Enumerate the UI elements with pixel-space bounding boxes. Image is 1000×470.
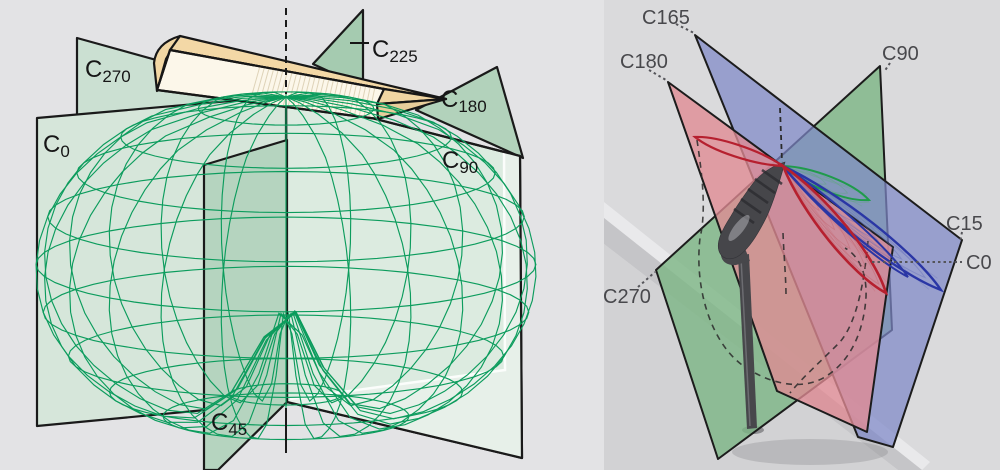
mesh-latitude-ring [35, 216, 537, 313]
web-red-spoke [782, 165, 855, 267]
curve-blue-inner [782, 165, 909, 278]
label-c0: C0 [43, 131, 70, 161]
plane-c180 [414, 65, 525, 160]
left-diagram: C0 C270 C225 C180 C90 C45 [35, 8, 537, 470]
label-c165: C165 [642, 7, 690, 29]
leader-c165 [675, 23, 695, 34]
mesh-longitude [160, 92, 412, 438]
web-red [781, 164, 836, 231]
dashed-ground-loop [696, 139, 867, 386]
curve-red-c0 [780, 162, 889, 296]
ground-shadow [732, 439, 888, 465]
mesh-longitude [160, 92, 412, 438]
mesh-latitude-ring [229, 383, 343, 406]
street-luminaire [717, 161, 786, 429]
plane-c45 [202, 138, 289, 470]
dashed-center-drop [782, 232, 787, 297]
right-diagram: C165 C180 C90 C15 C0 C270 [603, 0, 1000, 470]
web-red-spoke [782, 165, 876, 292]
mesh-latitude-ring [197, 91, 375, 126]
web-green-spoke [782, 165, 851, 188]
leader-c270 [637, 271, 656, 288]
mesh-latitude-ring [67, 314, 505, 398]
web-blue-spoke [782, 165, 898, 265]
photometric-wireframe [35, 91, 537, 441]
web-red-spoke [782, 165, 835, 241]
mesh-latitude-ring [108, 358, 464, 427]
intensity-curves [692, 135, 945, 296]
label-c45: C45 [211, 409, 247, 439]
pole-highlight [740, 257, 751, 427]
mesh-latitude-ring [162, 392, 410, 441]
label-c90: C90 [442, 147, 478, 177]
dashed-projection-curves [696, 139, 869, 394]
leader-c90 [883, 62, 891, 73]
vertical-axis-dashed [779, 107, 783, 163]
mesh-longitude [220, 91, 352, 440]
label-c270: C270 [603, 286, 651, 308]
mesh-latitude-ring [120, 105, 452, 169]
web-green-spoke [782, 165, 868, 195]
mesh-longitude [69, 95, 503, 429]
dashed-red-plane-curve [789, 240, 869, 394]
label-c180: C180 [620, 51, 668, 73]
web-green-spoke [782, 165, 833, 181]
mesh-latitude-ring [42, 265, 530, 359]
label-c90: C90 [882, 43, 919, 65]
web-blue [782, 165, 927, 279]
head-highlight [728, 215, 750, 241]
mesh-longitude [220, 91, 352, 440]
label-c225: C225 [372, 36, 418, 66]
label-c180: C180 [441, 86, 487, 116]
label-c270: C270 [85, 56, 131, 86]
web-red [781, 164, 820, 212]
label-c0: C0 [966, 252, 992, 274]
curve-red-c180 [692, 135, 787, 168]
curve-blue-outer [782, 164, 945, 293]
leader-c15 [959, 231, 963, 243]
plane-c90-edge-band [287, 151, 522, 458]
label-leaders [637, 23, 963, 288]
head-ribs [733, 168, 783, 225]
web-red [781, 164, 851, 250]
web-red [781, 164, 867, 269]
web-red [781, 164, 880, 286]
label-c15: C15 [946, 213, 983, 235]
mesh-latitude-ring [76, 132, 496, 214]
web-blue [782, 165, 856, 223]
mesh-latitude-ring [47, 170, 525, 263]
plane-c90-white-line [289, 150, 507, 401]
